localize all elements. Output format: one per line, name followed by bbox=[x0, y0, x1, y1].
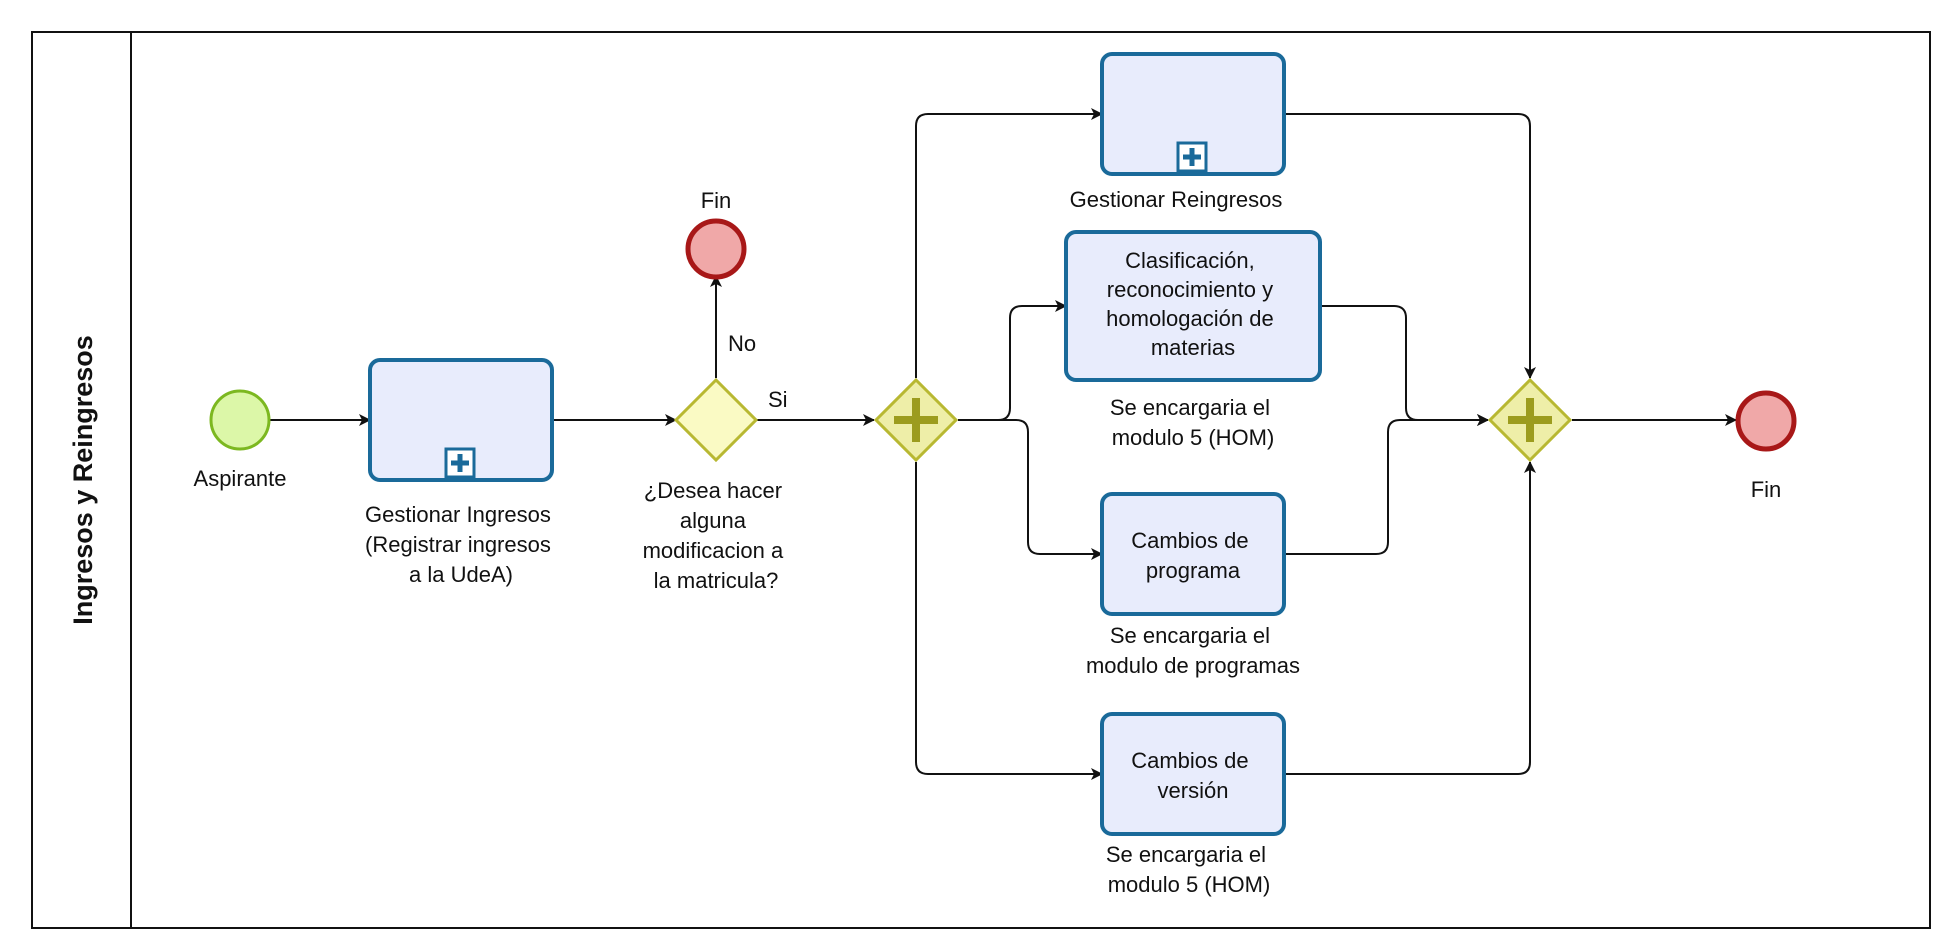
pool: Ingresos y Reingresos bbox=[31, 31, 1931, 929]
decision-gateway[interactable]: ¿Desea hacer alguna modificacion a la ma… bbox=[643, 377, 790, 593]
sequence-flows bbox=[270, 108, 1737, 780]
end-event-no-label: Fin bbox=[701, 188, 732, 213]
task-gestionar-reingresos[interactable]: Gestionar Reingresos bbox=[1070, 52, 1286, 212]
flow-split-to-reingresos[interactable] bbox=[915, 108, 1103, 378]
task-cambios-version-label: Cambios de versión bbox=[1131, 748, 1255, 803]
end-event-final-circle bbox=[1735, 390, 1797, 452]
flow-reingresos-to-join[interactable] bbox=[1284, 113, 1536, 379]
task-cambios-programa-note: Se encargaria el modulo de programas bbox=[1086, 623, 1300, 678]
flow-label-si: Si bbox=[768, 387, 788, 412]
task-gestionar-ingresos-box bbox=[368, 358, 554, 482]
parallel-join-gateway[interactable] bbox=[1487, 377, 1573, 463]
task-gestionar-ingresos-label: Gestionar Ingresos (Registrar ingresos a… bbox=[365, 502, 557, 587]
task-clasificacion[interactable]: Clasificación, reconocimiento y homologa… bbox=[1064, 230, 1322, 450]
parallel-split-gateway[interactable] bbox=[873, 377, 959, 463]
start-event[interactable]: Aspirante bbox=[194, 389, 287, 491]
flow-split-to-version[interactable] bbox=[915, 462, 1103, 780]
task-clasificacion-note: Se encargaria el modulo 5 (HOM) bbox=[1110, 395, 1276, 450]
pool-border bbox=[31, 31, 1931, 929]
task-clasificacion-label: Clasificación, reconocimiento y homologa… bbox=[1106, 248, 1280, 360]
task-cambios-programa[interactable]: Cambios de programa Se encargaria el mod… bbox=[1086, 492, 1300, 678]
decision-gateway-diamond bbox=[673, 377, 759, 463]
task-cambios-version-note: Se encargaria el modulo 5 (HOM) bbox=[1106, 842, 1272, 897]
end-event-final[interactable]: Fin bbox=[1735, 390, 1797, 502]
end-event-final-label: Fin bbox=[1751, 477, 1782, 502]
flow-clasificacion-to-join[interactable] bbox=[1320, 305, 1489, 426]
parallel-plus-icon bbox=[894, 398, 938, 442]
start-event-label: Aspirante bbox=[194, 466, 287, 491]
lane-title: Ingresos y Reingresos bbox=[68, 335, 98, 625]
task-gestionar-ingresos[interactable]: Gestionar Ingresos (Registrar ingresos a… bbox=[365, 358, 557, 587]
parallel-plus-icon bbox=[1508, 398, 1552, 442]
end-event-no[interactable]: Fin bbox=[685, 188, 747, 280]
end-event-no-circle bbox=[685, 218, 747, 280]
task-gestionar-reingresos-label: Gestionar Reingresos bbox=[1070, 187, 1283, 212]
flow-programa-to-join[interactable] bbox=[1284, 414, 1489, 555]
flow-version-to-join[interactable] bbox=[1284, 461, 1536, 775]
task-gestionar-reingresos-box bbox=[1100, 52, 1286, 176]
subprocess-plus-icon[interactable] bbox=[444, 447, 476, 479]
task-cambios-version[interactable]: Cambios de versión Se encargaria el modu… bbox=[1100, 712, 1286, 897]
task-cambios-programa-box bbox=[1100, 492, 1286, 616]
task-clasificacion-box bbox=[1064, 230, 1322, 382]
flow-label-no: No bbox=[728, 331, 756, 356]
decision-gateway-label: ¿Desea hacer alguna modificacion a la ma… bbox=[643, 478, 790, 593]
flow-split-to-programa[interactable] bbox=[958, 419, 1103, 560]
start-event-circle bbox=[209, 389, 271, 451]
flow-split-to-clasificacion[interactable] bbox=[958, 300, 1067, 421]
subprocess-plus-icon[interactable] bbox=[1176, 141, 1208, 173]
task-cambios-programa-label: Cambios de programa bbox=[1131, 528, 1255, 583]
task-cambios-version-box bbox=[1100, 712, 1286, 836]
